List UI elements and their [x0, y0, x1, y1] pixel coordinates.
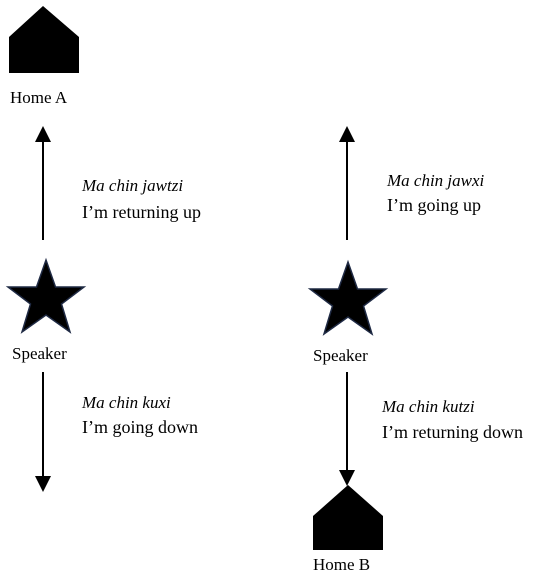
- right-up-gloss: I’m going up: [387, 195, 481, 215]
- home-b-house-icon: [313, 485, 383, 550]
- home-b-label: Home B: [313, 555, 371, 574]
- home-a-house-icon: [9, 6, 79, 73]
- right-up-phrase: Ma chin jawxi: [387, 171, 485, 190]
- left-up-phrase: Ma chin jawtzi: [82, 176, 184, 195]
- right-speaker-label: Speaker: [313, 346, 368, 365]
- left-down-gloss: I’m going down: [82, 417, 198, 437]
- home-a-label: Home A: [10, 88, 68, 107]
- left-down-phrase: Ma chin kuxi: [82, 393, 171, 412]
- left-speaker-star-icon: [5, 257, 87, 334]
- right-down-gloss: I’m returning down: [382, 422, 523, 442]
- right-down-phrase: Ma chin kutzi: [382, 397, 475, 416]
- left-up-gloss: I’m returning up: [82, 202, 201, 222]
- left-speaker-label: Speaker: [12, 344, 67, 363]
- right-speaker-star-icon: [307, 259, 389, 336]
